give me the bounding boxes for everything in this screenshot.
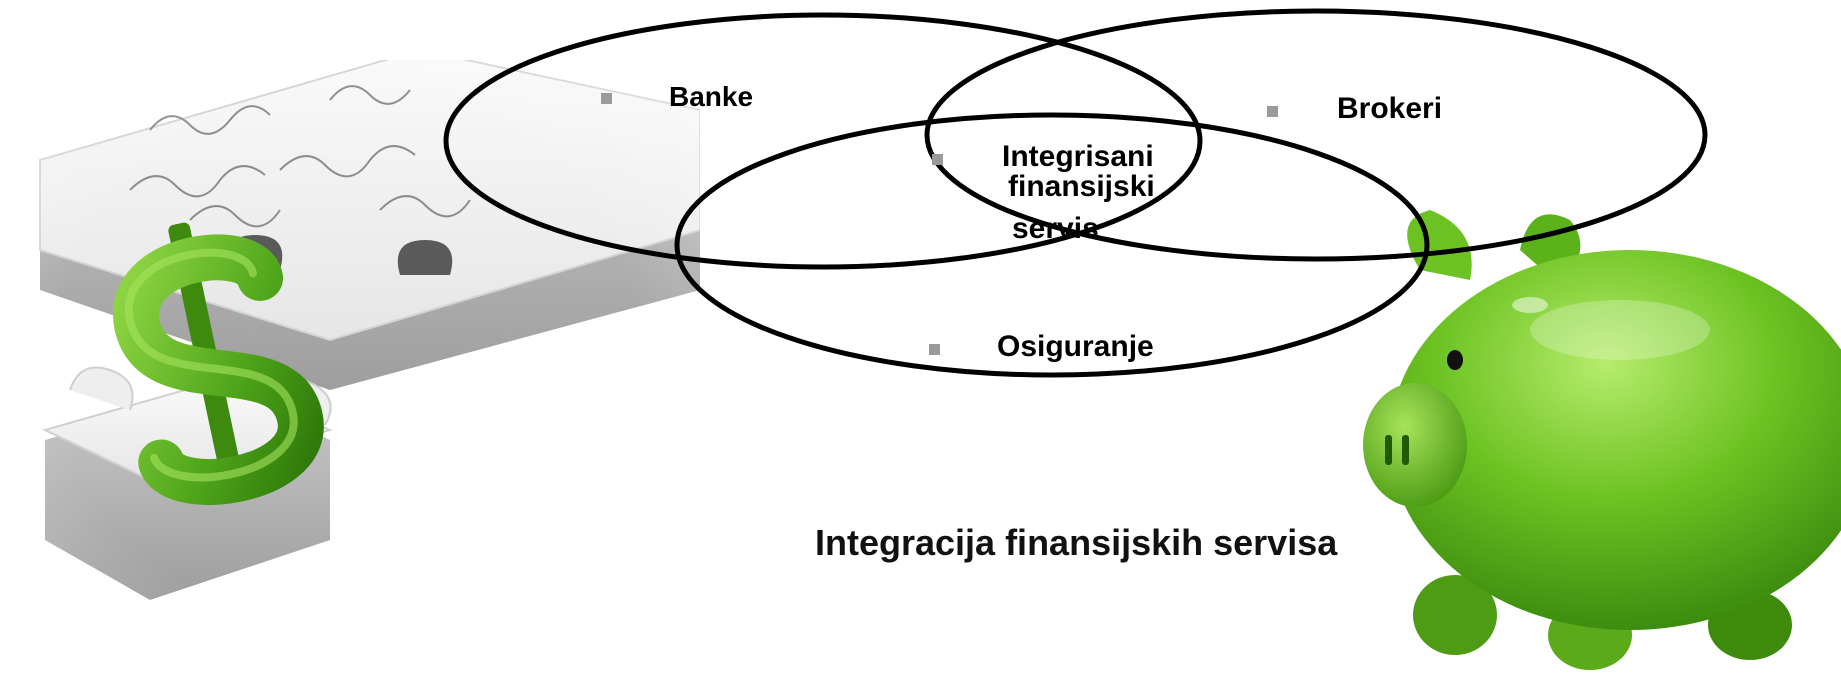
bullet-icon <box>929 344 940 355</box>
intersection-label-line1: Integrisani <box>1002 140 1154 173</box>
set-label-brokeri: Brokeri <box>1337 92 1443 125</box>
ellipse-osiguranje <box>674 112 1430 378</box>
bullet-icon <box>1267 106 1278 117</box>
ellipse-brokeri <box>924 8 1708 262</box>
intersection-label-line3: servis <box>1012 212 1099 245</box>
set-label-osiguranje: Osiguranje <box>997 330 1154 363</box>
ellipse-banke <box>443 12 1203 270</box>
intersection-label-line2: finansijski <box>1008 170 1155 203</box>
bullet-icon <box>932 154 943 165</box>
diagram-caption: Integracija finansijskih servisa <box>815 522 1338 563</box>
set-label-banke: Banke <box>669 81 754 112</box>
piggy-bank-illustration <box>1363 210 1841 670</box>
puzzle-dollar-illustration <box>0 60 700 678</box>
bullet-icon <box>601 93 612 104</box>
